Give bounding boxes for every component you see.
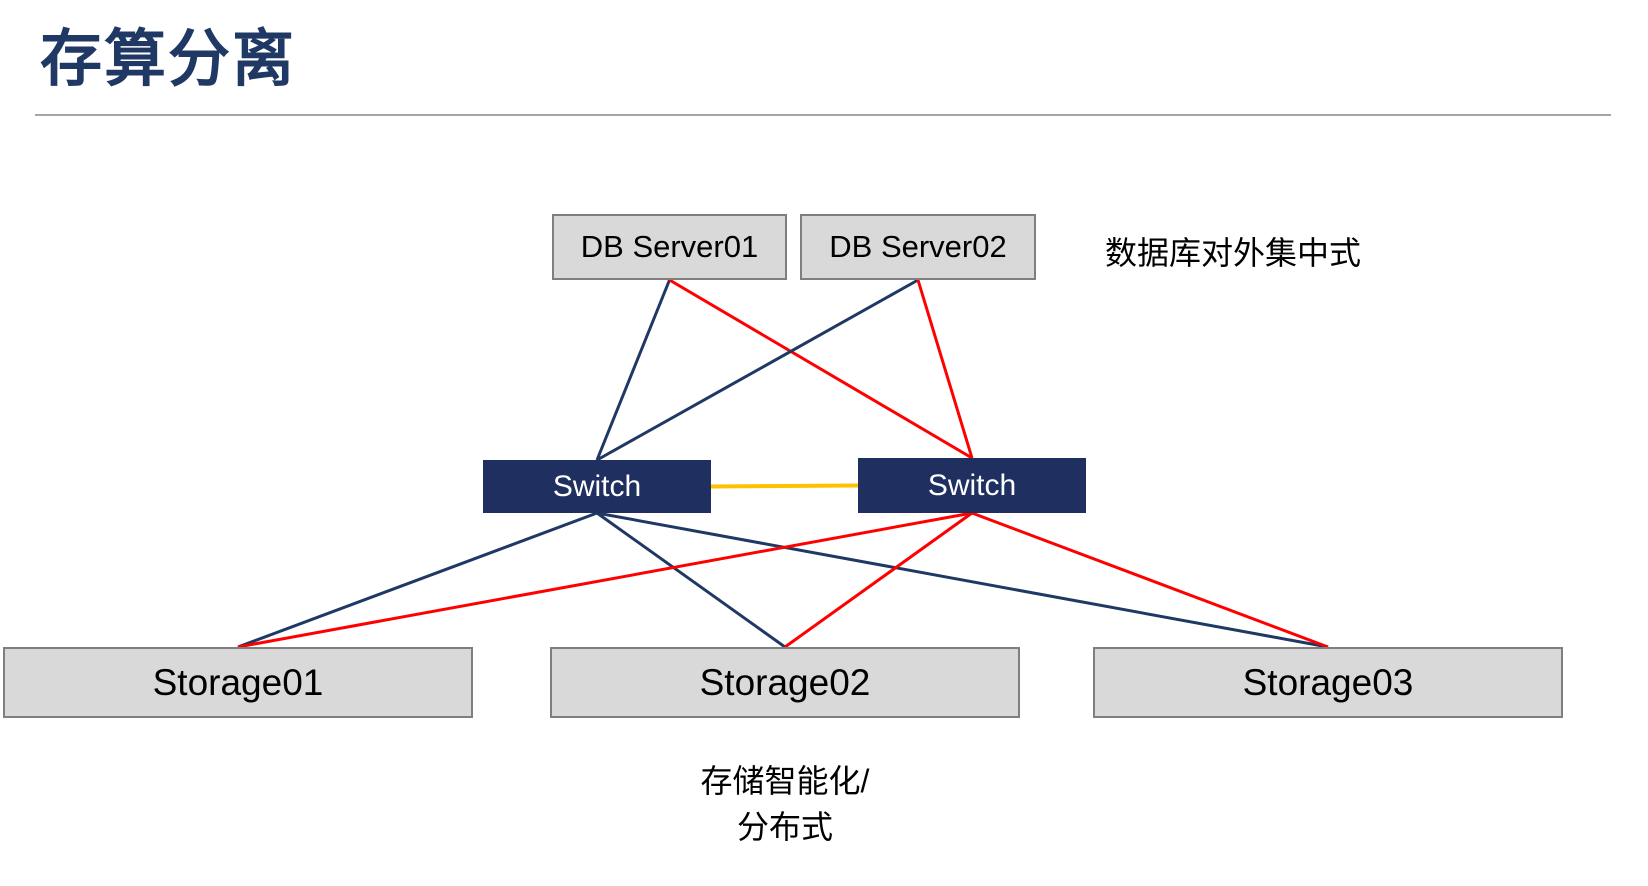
title-divider (35, 114, 1611, 116)
switch-left-label: Switch (552, 469, 642, 503)
db-server-01-label: DB Server01 (580, 229, 759, 264)
storage-03-box: Storage03 (1093, 647, 1563, 718)
db-server-02-box: DB Server02 (800, 214, 1036, 280)
storage-note: 存储智能化/ 分布式 (550, 758, 1020, 851)
storage-note-line-2: 分布式 (736, 809, 833, 846)
storage-01-label: Storage01 (152, 661, 324, 703)
db-server-02-label: DB Server02 (829, 229, 1007, 264)
storage-note-line-1: 存储智能化/ (700, 763, 870, 799)
db-server-01-box: DB Server01 (552, 214, 787, 280)
switch-left-box: Switch (483, 460, 711, 513)
storage-02-box: Storage02 (550, 647, 1020, 718)
page-title: 存算分离 (40, 25, 297, 94)
storage-01-box: Storage01 (3, 647, 473, 718)
storage-03-label: Storage03 (1242, 661, 1414, 703)
centralized-db-note: 数据库对外集中式 (1105, 235, 1362, 271)
storage-02-label: Storage02 (699, 661, 871, 703)
switch-right-box: Switch (858, 458, 1086, 513)
switch-right-label: Switch (927, 468, 1017, 502)
